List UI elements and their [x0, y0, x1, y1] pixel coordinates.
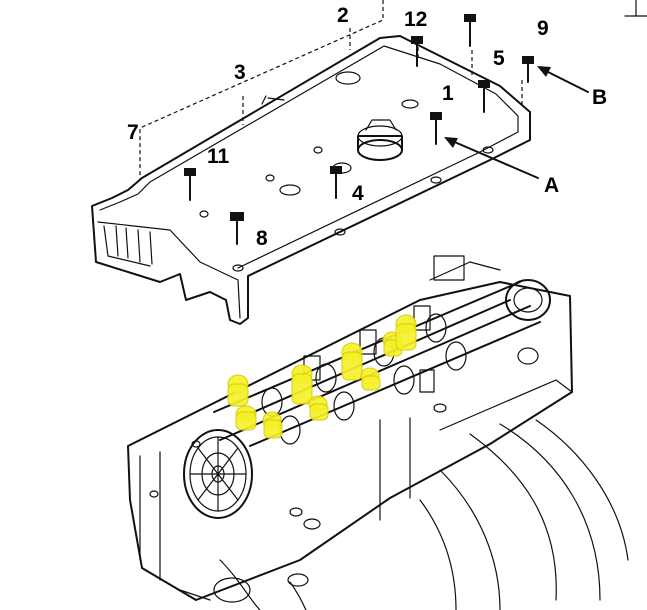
callout-5: 5 [493, 47, 505, 70]
callout-11: 11 [207, 145, 230, 168]
callout-1: 1 [442, 82, 454, 105]
cylinder-head [127, 281, 629, 610]
callout-4: 4 [352, 182, 364, 205]
bolt-12 [411, 36, 423, 67]
arrow-b [537, 66, 589, 93]
bolt-8 [230, 212, 244, 245]
bolt-4 [330, 166, 342, 199]
callout-9: 9 [537, 17, 549, 40]
callout-a: A [544, 174, 560, 197]
callout-b: B [592, 86, 608, 109]
dashed-leaders [139, 0, 523, 180]
bolt-1 [478, 80, 490, 113]
callout-12: 12 [404, 8, 428, 31]
cover-bolts [184, 14, 534, 245]
bolt-11 [184, 168, 196, 201]
cylinder-head-cover [91, 35, 531, 325]
arrow-a [444, 137, 539, 179]
camshaft-sprocket [183, 429, 253, 519]
callout-8: 8 [256, 227, 268, 250]
callout-3: 3 [234, 61, 246, 84]
highlighted-parts [227, 314, 417, 439]
bolt-9 [522, 56, 534, 83]
callout-2: 2 [337, 4, 349, 27]
callout-7: 7 [127, 121, 139, 144]
bolt-top [464, 14, 476, 47]
bolt-a [430, 112, 442, 145]
